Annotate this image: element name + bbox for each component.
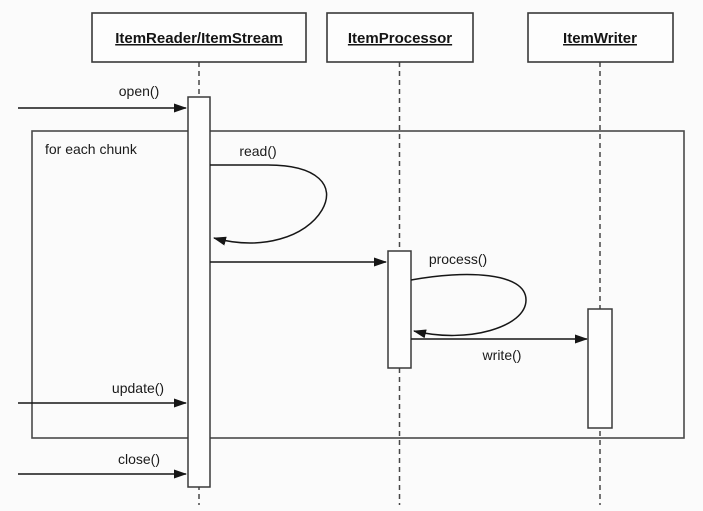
- lifeline-itemreader-box: [91, 12, 307, 63]
- message-write: write(): [411, 334, 588, 363]
- message-open: open(): [18, 83, 187, 113]
- lifeline-itemreader-header: ItemReader/ItemStream: [91, 12, 307, 63]
- lifeline-itemwriter-header: ItemWriter: [527, 12, 674, 63]
- loop-frame-border: [31, 130, 685, 439]
- activation-bar-itemreader: [187, 96, 211, 488]
- lifeline-itemwriter-box: [527, 12, 674, 63]
- message-update-label: update(): [112, 380, 164, 396]
- lifeline-itemwriter-label: ItemWriter: [563, 30, 637, 47]
- message-process-label: process(): [429, 251, 487, 267]
- activation-bar-itemprocessor: [387, 250, 412, 369]
- message-update: update(): [18, 380, 187, 408]
- message-close-label: close(): [118, 451, 160, 467]
- loop-frame: for each chunk: [31, 130, 685, 439]
- message-process: process(): [410, 251, 527, 339]
- message-read-label: read(): [239, 143, 276, 159]
- message-read: read(): [210, 143, 328, 246]
- lifeline-itemprocessor-header: ItemProcessor: [326, 12, 474, 63]
- lifeline-itemprocessor-label: ItemProcessor: [348, 30, 452, 47]
- activation-bar-itemwriter: [587, 308, 613, 429]
- loop-frame-label: for each chunk: [45, 141, 138, 157]
- message-open-label: open(): [119, 83, 159, 99]
- lifeline-itemreader-label: ItemReader/ItemStream: [115, 30, 283, 47]
- message-close: close(): [18, 451, 187, 479]
- lifeline-itemprocessor-box: [326, 12, 474, 63]
- message-process-loop-arrow: [410, 273, 527, 339]
- message-read-loop-arrow: [210, 164, 328, 246]
- message-write-label: write(): [482, 347, 522, 363]
